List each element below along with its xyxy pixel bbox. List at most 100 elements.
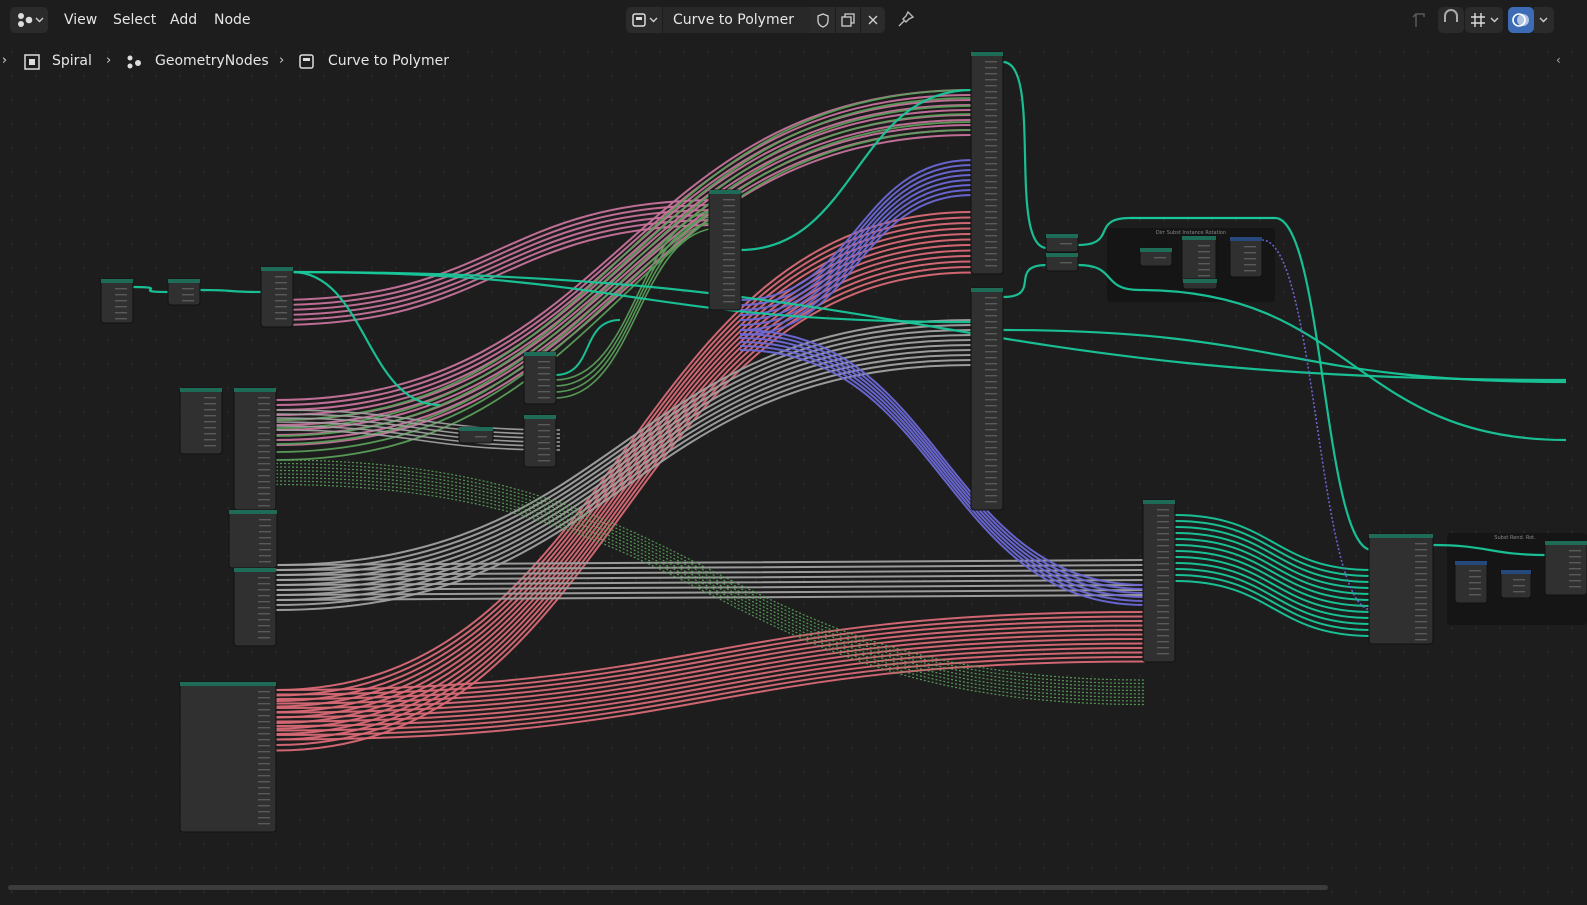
node-group-socket-row[interactable]: [1157, 521, 1169, 523]
node-math-socket-row[interactable]: [258, 481, 270, 483]
node-instance-on-points-socket-row[interactable]: [985, 187, 997, 189]
node-realize-instances-socket-row[interactable]: [985, 429, 997, 431]
node-group-socket-row[interactable]: [1157, 641, 1169, 643]
node-separate-socket-row[interactable]: [259, 549, 271, 551]
node-store-named-attribute-socket-row[interactable]: [723, 259, 735, 261]
node-combine-socket-row[interactable]: [538, 436, 550, 438]
node-instance-on-points-socket-row[interactable]: [985, 133, 997, 135]
node-group-output-socket-row[interactable]: [1415, 585, 1427, 587]
node-realize-instances-socket-row[interactable]: [985, 495, 997, 497]
node-frame-b-b-socket-row[interactable]: [1513, 579, 1525, 581]
node-frame-b-c-socket-row[interactable]: [1569, 586, 1581, 588]
node-frame-a-math-socket-row[interactable]: [1198, 245, 1210, 247]
node-group-socket-row[interactable]: [1157, 509, 1169, 511]
node-group-socket-row[interactable]: [1157, 575, 1169, 577]
node-frame-a-vector-header[interactable]: [1230, 237, 1262, 241]
node-group-input-socket-row[interactable]: [115, 300, 127, 302]
node-group-input-header[interactable]: [101, 279, 133, 283]
node-group-output-socket-row[interactable]: [1415, 627, 1427, 629]
node-store-named-attribute-socket-row[interactable]: [723, 253, 735, 255]
node-capture-attribute-socket-row[interactable]: [258, 703, 270, 705]
node-frame-b-c-socket-row[interactable]: [1569, 580, 1581, 582]
node-vector-math-socket-row[interactable]: [204, 403, 216, 405]
node-realize-instances-socket-row[interactable]: [985, 393, 997, 395]
node-realize-instances-socket-row[interactable]: [985, 345, 997, 347]
node-realize-instances-socket-row[interactable]: [985, 471, 997, 473]
node-math-socket-row[interactable]: [258, 433, 270, 435]
node-combine-socket-row[interactable]: [538, 442, 550, 444]
node-frame-a-input-socket-row[interactable]: [1154, 257, 1166, 259]
node-sample-socket-row[interactable]: [258, 613, 270, 615]
node-realize-instances-socket-row[interactable]: [985, 327, 997, 329]
editor-type-selector[interactable]: [10, 7, 48, 33]
node-realize-instances-socket-row[interactable]: [985, 453, 997, 455]
node-realize-instances-socket-row[interactable]: [985, 465, 997, 467]
node-instance-on-points-socket-row[interactable]: [985, 265, 997, 267]
node-switch[interactable]: [523, 351, 557, 405]
node-instance-on-points-socket-row[interactable]: [985, 211, 997, 213]
node-realize-instances-socket-row[interactable]: [985, 411, 997, 413]
node-realize-instances-socket-row[interactable]: [985, 339, 997, 341]
node-group-output-socket-row[interactable]: [1415, 603, 1427, 605]
node-group-socket-row[interactable]: [1157, 605, 1169, 607]
node-group-socket-row[interactable]: [1157, 539, 1169, 541]
menu-select[interactable]: Select: [113, 12, 157, 28]
node-reroute-header[interactable]: [168, 279, 200, 283]
node-separate[interactable]: [228, 509, 278, 569]
node-group-socket-row[interactable]: [1157, 635, 1169, 637]
node-math-header[interactable]: [234, 388, 276, 392]
node-instance-on-points-socket-row[interactable]: [985, 163, 997, 165]
node-combine[interactable]: [523, 414, 557, 468]
node-frame-a-math-socket-row[interactable]: [1198, 263, 1210, 265]
node-math[interactable]: [233, 387, 277, 511]
node-vector-math-socket-row[interactable]: [204, 439, 216, 441]
node-switch-socket-row[interactable]: [538, 361, 550, 363]
node-math-socket-row[interactable]: [258, 439, 270, 441]
node-curve-to-mesh-socket-row[interactable]: [275, 288, 287, 290]
node-separate-socket-row[interactable]: [259, 525, 271, 527]
node-group-socket-row[interactable]: [1157, 617, 1169, 619]
node-realize-instances-socket-row[interactable]: [985, 435, 997, 437]
node-join-a-header[interactable]: [1046, 234, 1078, 238]
node-realize-instances-header[interactable]: [971, 288, 1003, 292]
node-instance-on-points-socket-row[interactable]: [985, 127, 997, 129]
node-frame-b-b-socket-row[interactable]: [1513, 585, 1525, 587]
node-frame-b-a-socket-row[interactable]: [1469, 588, 1481, 590]
node-instance-on-points-socket-row[interactable]: [985, 157, 997, 159]
node-group-output-header[interactable]: [1369, 534, 1433, 538]
node-sample-socket-row[interactable]: [258, 601, 270, 603]
node-frame-b-c-socket-row[interactable]: [1569, 550, 1581, 552]
node-curve-to-mesh-header[interactable]: [261, 267, 293, 271]
node-instance-on-points-socket-row[interactable]: [985, 241, 997, 243]
collapse-left-icon[interactable]: ›: [2, 53, 7, 67]
node-realize-instances-socket-row[interactable]: [985, 381, 997, 383]
node-frame-a-vector-socket-row[interactable]: [1244, 252, 1256, 254]
node-instance-on-points-socket-row[interactable]: [985, 205, 997, 207]
node-store-named-attribute-header[interactable]: [709, 190, 741, 194]
node-frame-b-b-socket-row[interactable]: [1513, 591, 1525, 593]
node-switch-socket-row[interactable]: [538, 391, 550, 393]
node-capture-attribute-socket-row[interactable]: [258, 817, 270, 819]
node-combine-socket-row[interactable]: [538, 430, 550, 432]
node-curve-to-mesh-socket-row[interactable]: [275, 318, 287, 320]
overlay-toggle[interactable]: [1508, 7, 1534, 33]
node-capture-attribute-socket-row[interactable]: [258, 721, 270, 723]
node-curve-to-mesh-socket-row[interactable]: [275, 276, 287, 278]
node-capture-attribute-socket-row[interactable]: [258, 763, 270, 765]
node-join-a-socket-row[interactable]: [1060, 243, 1072, 245]
node-store-named-attribute-socket-row[interactable]: [723, 205, 735, 207]
node-store-named-attribute-socket-row[interactable]: [723, 241, 735, 243]
node-group-input-socket-row[interactable]: [115, 312, 127, 314]
node-instance-on-points-socket-row[interactable]: [985, 253, 997, 255]
node-frame-b-c-socket-row[interactable]: [1569, 574, 1581, 576]
node-frame-b-a-socket-row[interactable]: [1469, 570, 1481, 572]
node-group-output-socket-row[interactable]: [1415, 549, 1427, 551]
parent-node-button[interactable]: [1407, 7, 1433, 33]
node-realize-instances-socket-row[interactable]: [985, 333, 997, 335]
node-store-named-attribute-socket-row[interactable]: [723, 229, 735, 231]
frame-label[interactable]: Subst Rend. Rot.: [1494, 535, 1536, 541]
node-instance-on-points-socket-row[interactable]: [985, 181, 997, 183]
node-math-socket-row[interactable]: [258, 403, 270, 405]
node-frame-a-rot-header[interactable]: [1183, 279, 1217, 283]
